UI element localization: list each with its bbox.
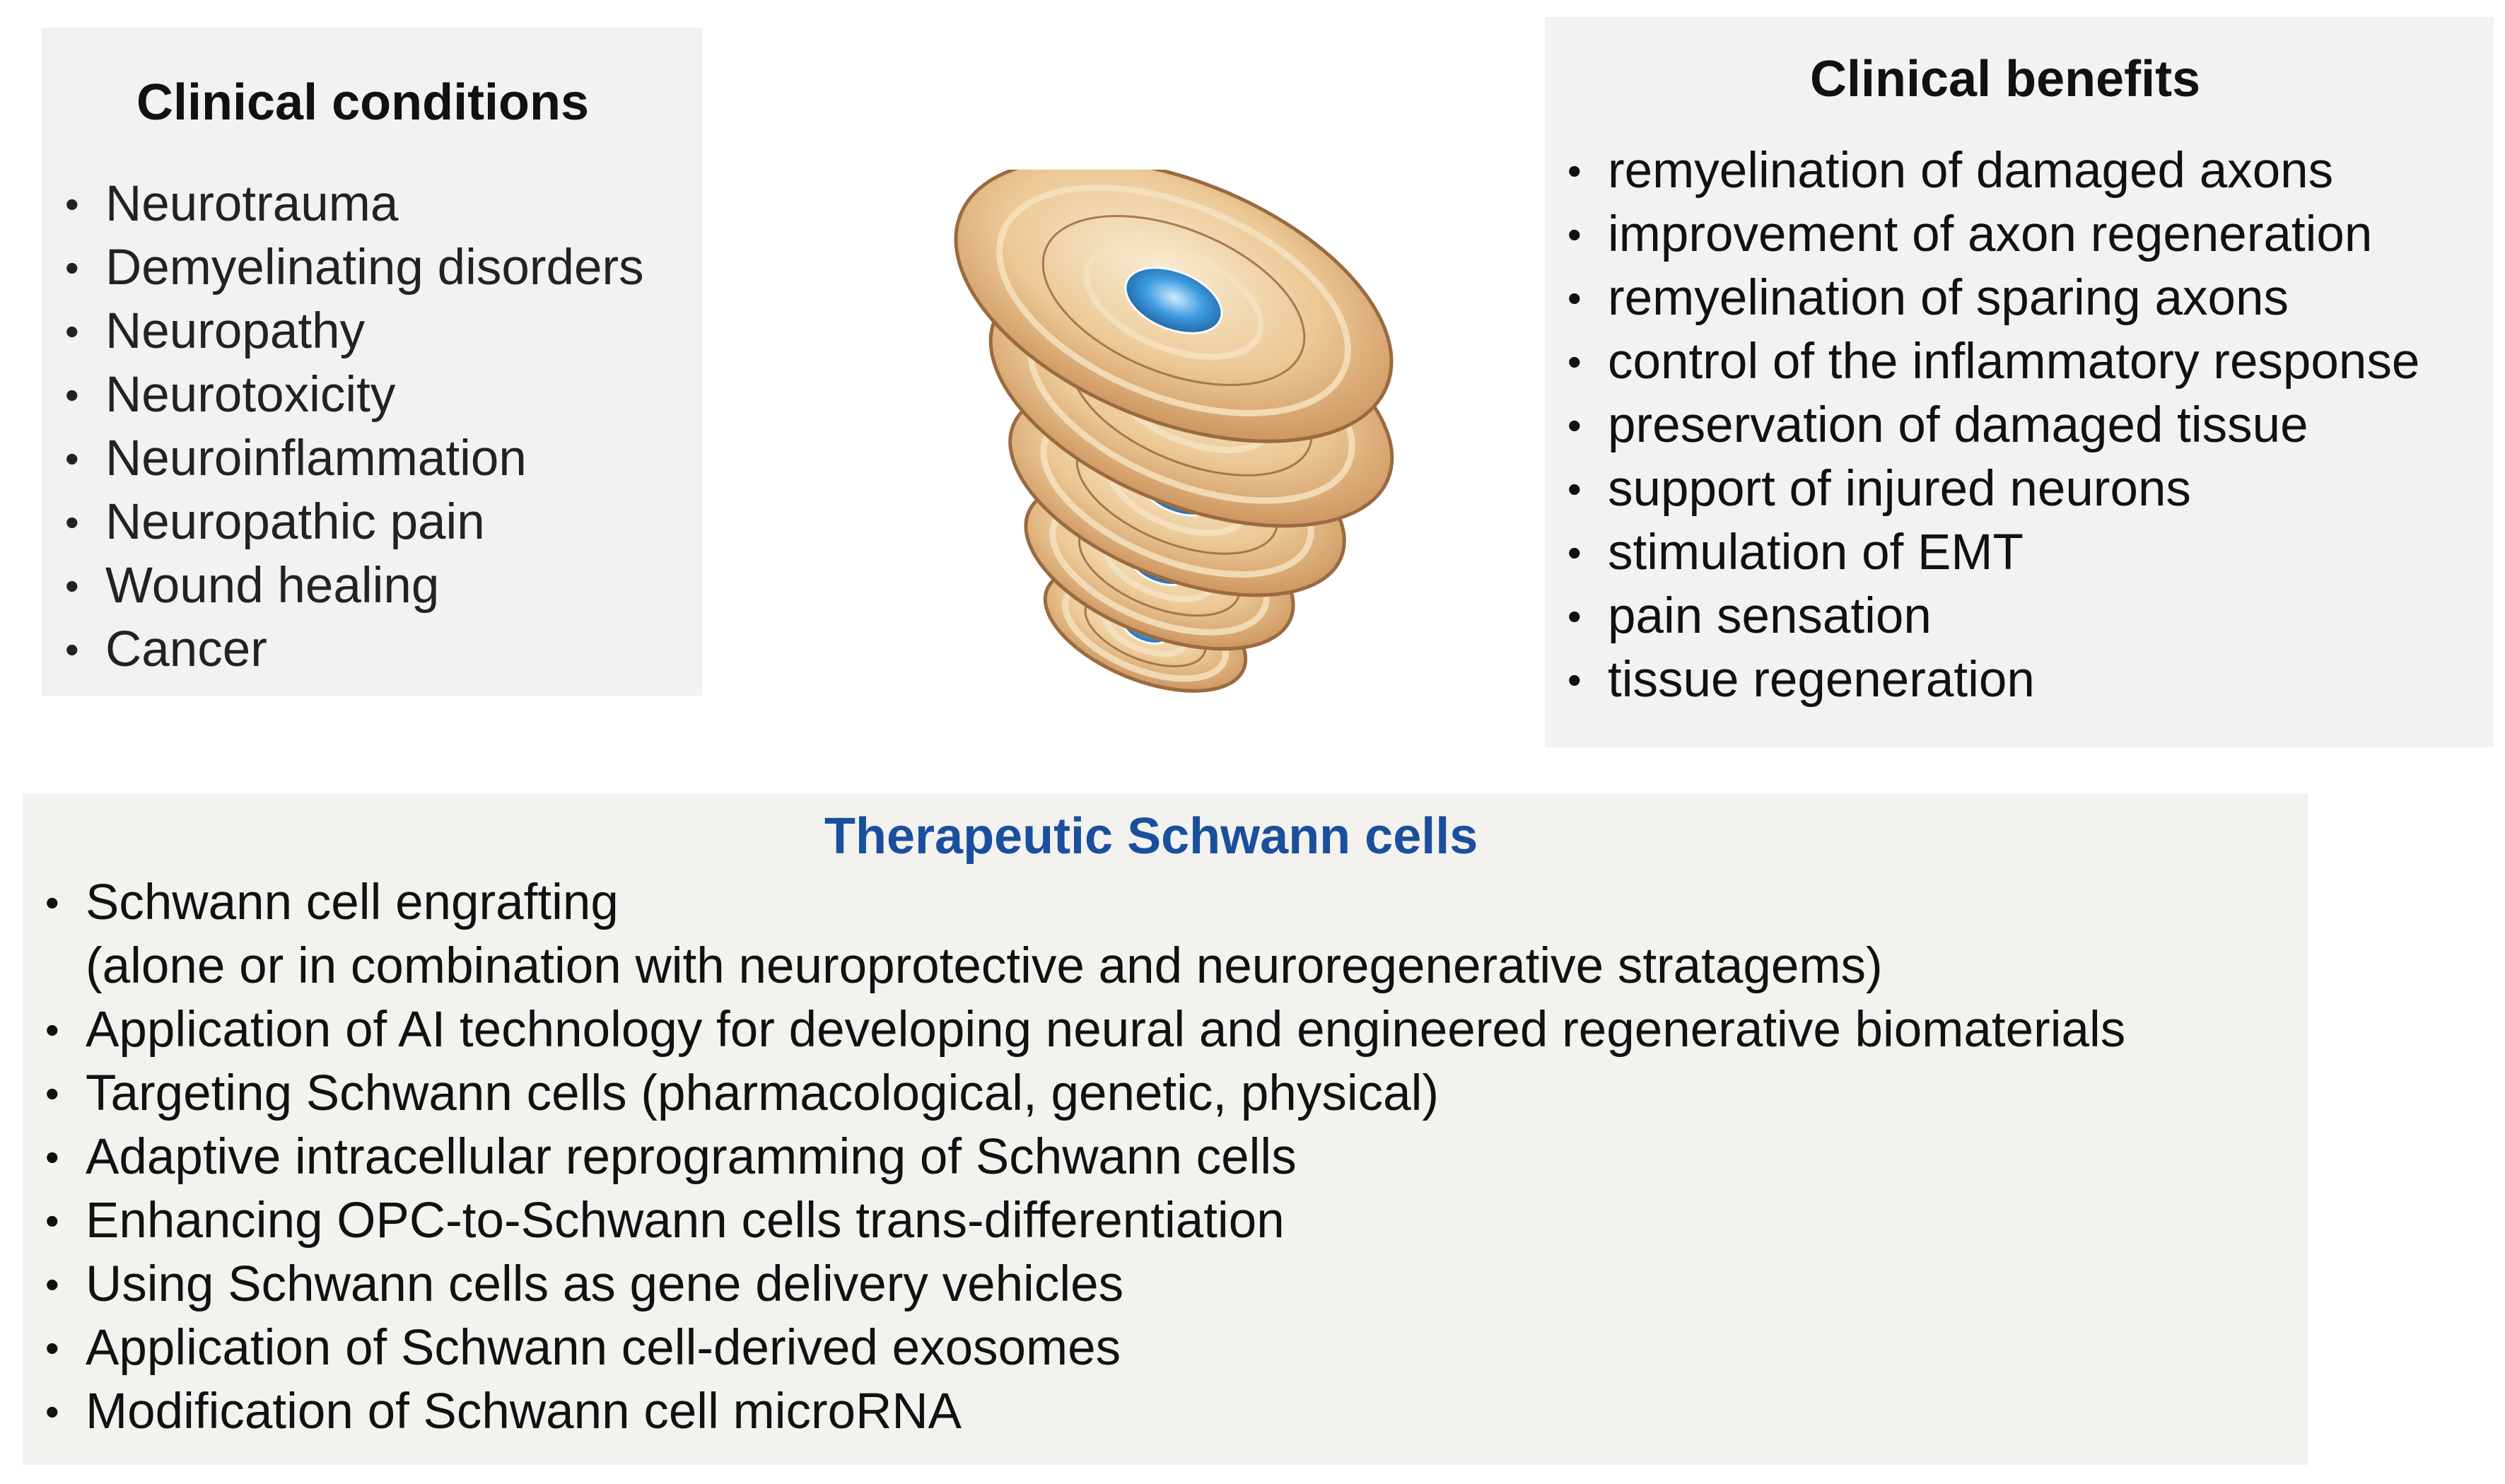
therapeutic-schwann-cells-panel: Therapeutic Schwann cells • Schwann cell …: [23, 793, 2308, 1465]
therapy-text: Targeting Schwann cells (pharmacological…: [86, 1065, 1440, 1121]
bullet-icon: •: [65, 563, 79, 608]
bullet-icon: •: [1567, 212, 1582, 257]
myelin-ring: [1083, 240, 1264, 361]
therapeutic-schwann-cells-title: Therapeutic Schwann cells: [824, 808, 1478, 865]
bullet-icon: •: [45, 1007, 59, 1052]
bullet-icon: •: [1567, 403, 1582, 448]
condition-item: • Neurotoxicity: [65, 363, 644, 427]
benefit-item: • improvement of axon regeneration: [1567, 203, 2419, 267]
bullet-icon: •: [1567, 276, 1582, 320]
bullet-icon: •: [45, 880, 59, 925]
therapy-text: Schwann cell engrafting: [86, 875, 619, 930]
clinical-conditions-list: • Neurotrauma • Demyelinating disorders • N…: [65, 173, 644, 682]
condition-text: Neuropathy: [105, 303, 366, 359]
clinical-benefits-list: • remyelination of damaged axons • improve…: [1567, 139, 2419, 712]
benefit-item: • preservation of damaged tissue: [1567, 394, 2419, 457]
benefit-item: • control of the inflammatory response: [1567, 330, 2419, 394]
bullet-icon: •: [1567, 594, 1582, 638]
benefit-text: remyelination of sparing axons: [1608, 270, 2289, 326]
condition-text: Demyelinating disorders: [105, 240, 644, 296]
condition-item: • Neuropathic pain: [65, 491, 644, 554]
bullet-icon: •: [1567, 658, 1582, 702]
benefit-text: improvement of axon regeneration: [1608, 206, 2373, 262]
bullet-icon: •: [65, 627, 79, 672]
benefit-item: • tissue regeneration: [1567, 648, 2419, 712]
therapy-note: (alone or in combination with neuroprote…: [86, 938, 1883, 994]
condition-item: • Neuroinflammation: [65, 427, 644, 491]
bullet-icon: •: [65, 436, 79, 481]
therapeutic-schwann-cells-list: • Schwann cell engrafting (alone or in com…: [45, 871, 2125, 1444]
therapy-text: Using Schwann cells as gene delivery veh…: [86, 1256, 1124, 1312]
condition-text: Cancer: [105, 621, 267, 677]
therapy-text: Enhancing OPC-to-Schwann cells trans-dif…: [86, 1193, 1285, 1249]
condition-item: • Neuropathy: [65, 300, 644, 363]
therapy-text: Adaptive intracellular reprogramming of …: [86, 1129, 1297, 1185]
condition-text: Neurotrauma: [105, 176, 399, 232]
condition-item: • Cancer: [65, 618, 644, 682]
therapy-item: • Targeting Schwann cells (pharmacologica…: [45, 1062, 2125, 1126]
condition-text: Wound healing: [105, 558, 440, 614]
bullet-icon: •: [1567, 530, 1582, 575]
benefit-text: pain sensation: [1608, 588, 1932, 644]
bullet-icon: •: [1567, 339, 1582, 384]
benefit-text: stimulation of EMT: [1608, 525, 2024, 580]
therapy-item: • Using Schwann cells as gene delivery ve…: [45, 1253, 2125, 1316]
condition-text: Neuropathic pain: [105, 494, 485, 550]
bullet-icon: •: [65, 373, 79, 417]
myelin-layers: [954, 170, 1394, 693]
benefit-text: tissue regeneration: [1608, 652, 2035, 708]
condition-text: Neuroinflammation: [105, 431, 527, 486]
bullet-icon: •: [65, 245, 79, 290]
therapy-text: Application of Schwann cell-derived exos…: [86, 1320, 1121, 1376]
myelin-ring: [996, 185, 1351, 416]
bullet-icon: •: [65, 309, 79, 354]
bullet-icon: •: [45, 1389, 59, 1434]
therapy-text: Modification of Schwann cell microRNA: [86, 1384, 962, 1439]
benefit-text: support of injured neurons: [1608, 461, 2191, 517]
therapy-item: • Application of Schwann cell-derived exo…: [45, 1316, 2125, 1380]
bullet-icon: •: [45, 1135, 59, 1179]
therapy-item: • Application of AI technology for develo…: [45, 998, 2125, 1062]
bullet-icon: •: [45, 1326, 59, 1370]
therapy-item: • Schwann cell engrafting (alone or in com…: [45, 871, 2125, 998]
myelin-layer: [954, 170, 1394, 443]
bullet-icon: •: [65, 182, 79, 226]
therapy-text: Application of AI technology for develop…: [86, 1002, 2126, 1058]
benefit-item: • stimulation of EMT: [1567, 521, 2419, 585]
benefit-item: • support of injured neurons: [1567, 457, 2419, 521]
benefit-item: • remyelination of damaged axons: [1567, 139, 2419, 203]
benefit-item: • pain sensation: [1567, 585, 2419, 648]
bullet-icon: •: [65, 500, 79, 544]
benefit-text: remyelination of damaged axons: [1608, 143, 2334, 199]
condition-item: • Demyelinating disorders: [65, 236, 644, 300]
therapy-item: • Adaptive intracellular reprogramming of…: [45, 1126, 2125, 1189]
benefit-item: • remyelination of sparing axons: [1567, 267, 2419, 330]
therapy-item: • Modification of Schwann cell microRNA: [45, 1380, 2125, 1444]
clinical-benefits-panel: Clinical benefits • remyelination of dama…: [1545, 17, 2494, 747]
bullet-icon: •: [45, 1198, 59, 1243]
schwann-cell-myelin-spiral-icon: [954, 170, 1394, 693]
condition-item: • Wound healing: [65, 554, 644, 618]
condition-text: Neurotoxicity: [105, 367, 396, 423]
therapy-item: • Enhancing OPC-to-Schwann cells trans-di…: [45, 1189, 2125, 1253]
bullet-icon: •: [1567, 148, 1582, 193]
bullet-icon: •: [45, 1071, 59, 1116]
bullet-icon: •: [1567, 467, 1582, 511]
clinical-benefits-title: Clinical benefits: [1810, 51, 2201, 107]
bullet-icon: •: [45, 1262, 59, 1307]
benefit-text: preservation of damaged tissue: [1608, 397, 2308, 453]
clinical-conditions-title: Clinical conditions: [136, 74, 590, 131]
condition-item: • Neurotrauma: [65, 173, 644, 236]
clinical-conditions-panel: Clinical conditions • Neurotrauma • Demyel…: [42, 28, 702, 696]
myelin-ring: [1041, 215, 1306, 386]
axon-core: [1124, 267, 1223, 334]
benefit-text: control of the inflammatory response: [1608, 334, 2420, 390]
